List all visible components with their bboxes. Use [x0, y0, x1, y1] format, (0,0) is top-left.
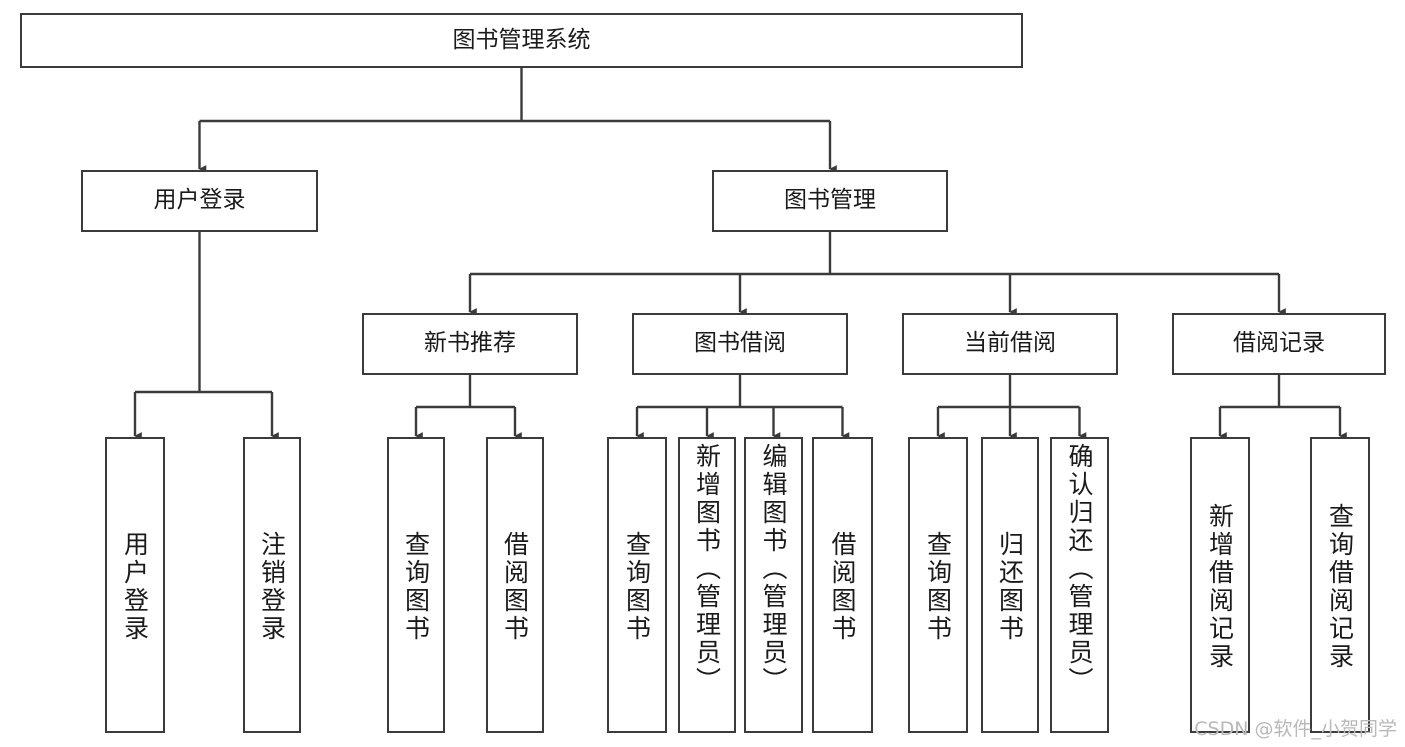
node-label-current-borrow: 当前借阅	[964, 330, 1056, 357]
node-leaf-user-login[interactable]: 用户登录	[105, 437, 165, 733]
node-leaf-logout[interactable]: 注销登录	[243, 437, 301, 733]
node-leaf-confirm-return-admin[interactable]: 确认归还（管理员）	[1050, 437, 1109, 733]
node-label-leaf-add-book-admin: 新增图书（管理员）	[692, 443, 722, 695]
node-leaf-return-book[interactable]: 归还图书	[981, 437, 1039, 733]
node-leaf-query-book-1[interactable]: 查询图书	[387, 437, 445, 733]
node-leaf-borrow-book-1[interactable]: 借阅图书	[486, 437, 544, 733]
node-label-root: 图书管理系统	[452, 26, 591, 53]
node-leaf-borrow-book-2[interactable]: 借阅图书	[812, 437, 873, 733]
node-root[interactable]: 图书管理系统	[20, 13, 1023, 68]
node-user-login[interactable]: 用户登录	[81, 170, 318, 232]
node-label-book-manage: 图书管理	[784, 187, 876, 214]
node-book-borrow[interactable]: 图书借阅	[632, 313, 848, 375]
node-leaf-query-book-3[interactable]: 查询图书	[908, 437, 968, 733]
node-borrow-record[interactable]: 借阅记录	[1172, 313, 1386, 375]
node-label-new-book-recommend: 新书推荐	[424, 330, 516, 357]
node-label-leaf-borrow-book-1: 借阅图书	[500, 531, 530, 643]
node-book-manage[interactable]: 图书管理	[712, 170, 948, 232]
node-label-leaf-borrow-book-2: 借阅图书	[828, 531, 857, 643]
watermark-text: CSDN @软件_小贺同学	[1194, 718, 1397, 740]
node-label-leaf-add-borrow-record: 新增借阅记录	[1205, 503, 1235, 671]
node-label-leaf-logout: 注销登录	[257, 531, 287, 643]
node-label-leaf-user-login: 用户登录	[120, 531, 150, 643]
node-new-book-recommend[interactable]: 新书推荐	[362, 313, 578, 375]
node-label-leaf-query-book-2: 查询图书	[622, 531, 652, 643]
node-label-leaf-edit-book-admin: 编辑图书（管理员）	[759, 443, 788, 695]
node-label-leaf-query-borrow-record: 查询借阅记录	[1325, 503, 1355, 671]
node-label-borrow-record: 借阅记录	[1233, 330, 1325, 357]
node-label-book-borrow: 图书借阅	[694, 330, 786, 357]
node-label-leaf-confirm-return-admin: 确认归还（管理员）	[1065, 443, 1094, 695]
node-label-user-login: 用户登录	[153, 187, 246, 214]
node-current-borrow[interactable]: 当前借阅	[902, 313, 1118, 375]
node-leaf-add-book-admin[interactable]: 新增图书（管理员）	[678, 437, 736, 733]
node-leaf-add-borrow-record[interactable]: 新增借阅记录	[1190, 437, 1250, 733]
node-leaf-query-borrow-record[interactable]: 查询借阅记录	[1310, 437, 1370, 733]
node-label-leaf-query-book-3: 查询图书	[923, 531, 953, 643]
node-label-leaf-return-book: 归还图书	[995, 531, 1025, 643]
node-leaf-edit-book-admin[interactable]: 编辑图书（管理员）	[744, 437, 803, 733]
node-leaf-query-book-2[interactable]: 查询图书	[607, 437, 667, 733]
node-label-leaf-query-book-1: 查询图书	[401, 531, 431, 643]
